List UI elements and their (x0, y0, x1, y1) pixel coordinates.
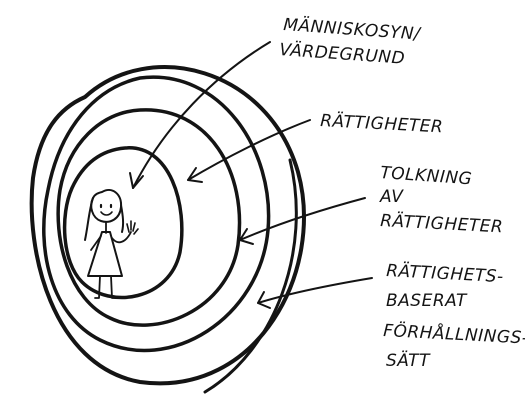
label-tolkning-line-3: RÄTTIGHETER (380, 210, 504, 237)
figure-waving-hand (127, 221, 138, 234)
person-waving-icon (85, 190, 138, 298)
outer-circle-second-stroke (205, 160, 296, 392)
label-forhallningssatt-line-3: FÖRHÅLLNINGS- (383, 319, 525, 349)
arrow-manniskosyn (133, 42, 270, 188)
label-tolkning-line-1: TOLKNING (380, 163, 473, 189)
figure-eyes (101, 205, 111, 207)
label-forhallningssatt-line-1: RÄTTIGHETS- (386, 260, 504, 287)
label-forhallningssatt: RÄTTIGHETS- BASERAT FÖRHÅLLNINGS- SÄTT (383, 260, 525, 371)
label-manniskosyn-line-2: VÄRDEGRUND (279, 39, 406, 69)
figure-right-arm (112, 232, 131, 242)
figure-smile (101, 212, 112, 215)
arrow-forhallningssatt (258, 278, 372, 303)
figure-dress (88, 232, 122, 276)
label-forhallningssatt-line-2: BASERAT (386, 291, 468, 311)
figure-head (91, 190, 121, 222)
middle-outer-circle (44, 77, 269, 350)
figure-hair (85, 198, 123, 240)
label-rattigheter-line-1: RÄTTIGHETER (320, 110, 444, 137)
label-rattigheter: RÄTTIGHETER (320, 110, 444, 137)
label-manniskosyn-line-1: MÄNNISKOSYN/ (283, 14, 423, 45)
label-manniskosyn: MÄNNISKOSYN/ VÄRDEGRUND (279, 14, 423, 69)
pointer-arrows (130, 42, 372, 308)
label-forhallningssatt-line-4: SÄTT (386, 350, 431, 371)
label-tolkning: TOLKNING AV RÄTTIGHETER (379, 163, 504, 237)
label-tolkning-line-2: AV (379, 187, 404, 207)
